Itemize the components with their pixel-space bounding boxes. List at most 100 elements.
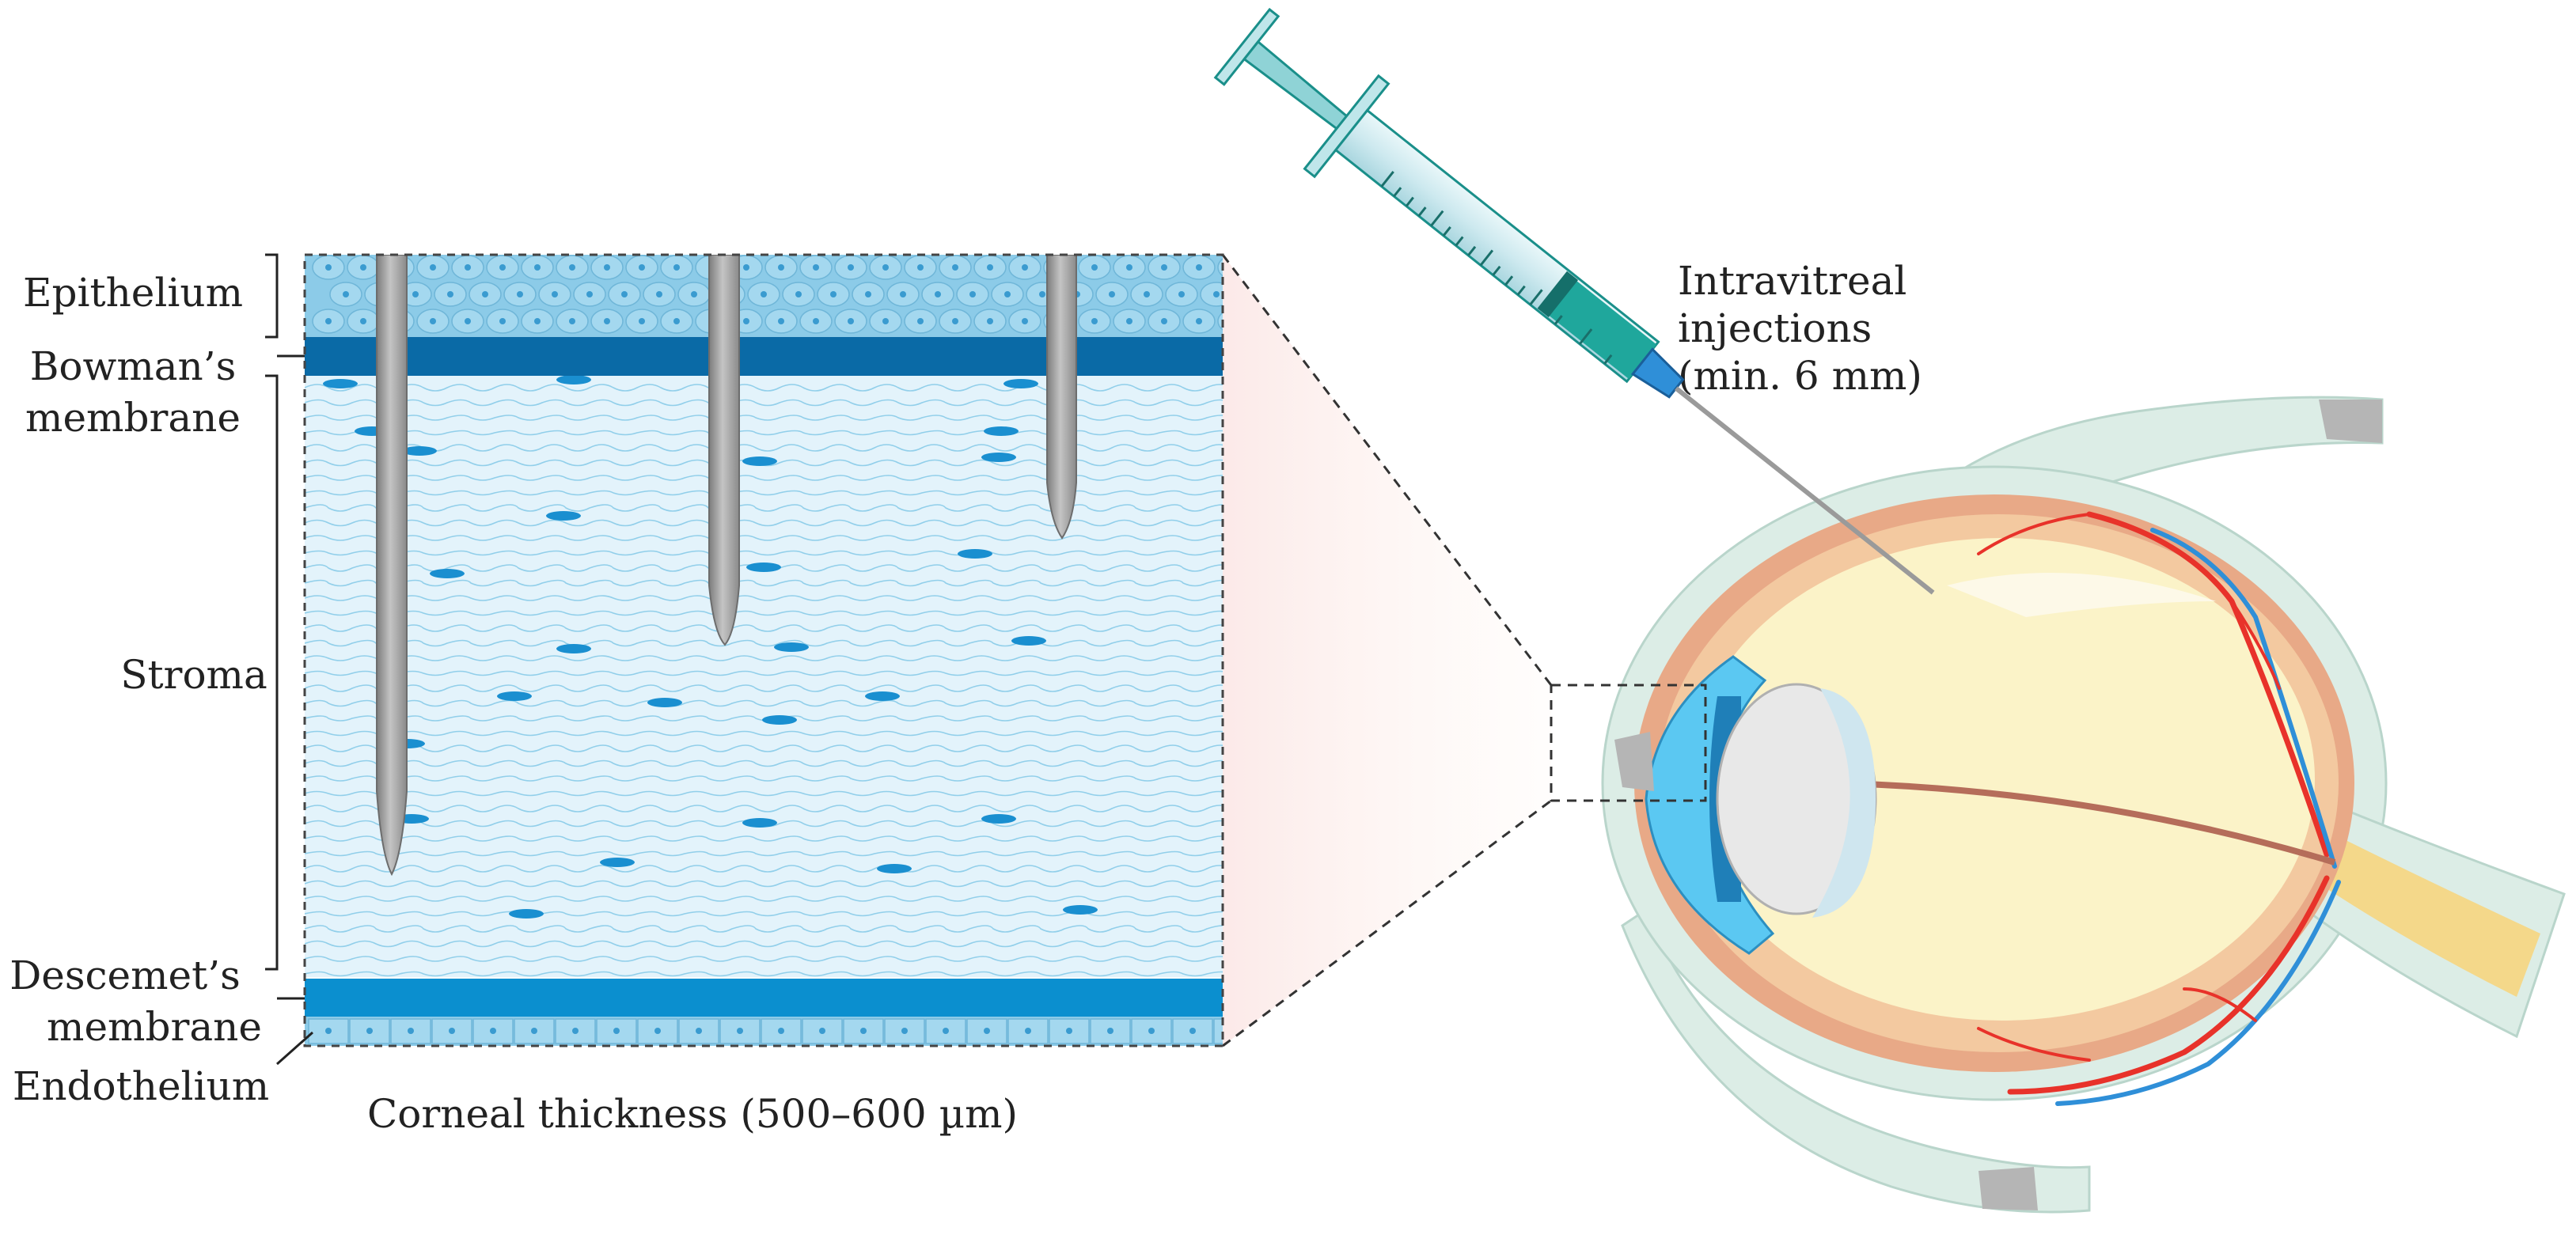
epithelial-nucleus (795, 291, 802, 297)
collagen-fiber (305, 595, 1223, 601)
keratocyte-cell (877, 864, 912, 873)
eye-cross-section-icon (1550, 396, 2566, 1214)
collagen-fiber (305, 384, 1223, 392)
epithelial-nucleus (1178, 291, 1185, 297)
keratocyte-cell (958, 549, 992, 559)
descemets-membrane-layer (305, 979, 1223, 1017)
epithelial-nucleus (917, 318, 924, 324)
keratocyte-cell (647, 698, 682, 707)
collagen-fiber (305, 896, 1223, 902)
keratocyte-cell (746, 562, 781, 572)
lower-eyelid (1621, 907, 2091, 1214)
keratocyte-cell (509, 909, 544, 919)
keratocyte-cell (984, 426, 1019, 436)
blood-vessels (1977, 511, 2341, 1106)
endothelial-nucleus (696, 1028, 702, 1034)
collagen-fiber (305, 744, 1223, 752)
endothelial-nucleus (366, 1028, 373, 1034)
epithelial-nucleus (465, 318, 471, 324)
epithelial-nucleus (639, 318, 645, 324)
endothelial-cell (1090, 1018, 1131, 1044)
collagen-fiber (305, 610, 1223, 616)
tissue-border (303, 253, 1224, 1047)
epithelial-nucleus (673, 264, 680, 271)
endothelial-nucleus (325, 1028, 332, 1034)
epithelial-nucleus (1022, 264, 1028, 271)
epithelial-nucleus (743, 264, 749, 271)
collagen-fiber (305, 459, 1223, 467)
epithelial-nucleus (1196, 318, 1202, 324)
collagen-fiber (305, 850, 1223, 857)
eye-zoom-box (1550, 684, 1707, 802)
epithelial-nucleus (935, 291, 941, 297)
epithelial-nucleus (482, 291, 488, 297)
stroma-bracket (265, 374, 279, 971)
upper-eyelid-lashes (2319, 400, 2382, 443)
corneal-thickness-label: Corneal thickness (500–600 µm) (367, 1091, 1018, 1137)
collagen-fiber (305, 444, 1223, 452)
endothelial-nucleus (572, 1028, 579, 1034)
collagen-fiber (305, 775, 1223, 782)
endothelial-nucleus (901, 1028, 908, 1034)
epithelial-nucleus (604, 318, 610, 324)
epithelial-nucleus (1161, 318, 1167, 324)
endothelial-cell (1131, 1018, 1172, 1044)
microneedle-icon (708, 255, 740, 646)
epithelial-nucleus (882, 318, 889, 324)
epithelial-nucleus (447, 291, 453, 297)
epithelial-nucleus (569, 318, 575, 324)
injection-label-line2: injections (1678, 305, 1872, 351)
collagen-fiber (305, 956, 1223, 962)
epithelial-nucleus (848, 264, 854, 271)
epithelial-nucleus (1091, 318, 1098, 324)
epithelial-nucleus (343, 291, 349, 297)
collagen-fiber (305, 865, 1223, 873)
epithelial-nucleus (1213, 291, 1220, 297)
syringe-stopper (1537, 271, 1579, 317)
injection-label-line3: (min. 6 mm) (1678, 353, 1922, 399)
endothelial-cell (925, 1018, 966, 1044)
keratocyte-cell (556, 375, 591, 384)
descemet-label-line1: Descemet’s (9, 953, 241, 998)
epithelial-nucleus (325, 264, 332, 271)
zoom-wedge (1223, 255, 1551, 1046)
syringe-icon (1213, 7, 1935, 595)
collagen-fiber (305, 415, 1223, 421)
keratocyte-cell (556, 644, 591, 653)
endothelial-nucleus (819, 1028, 825, 1034)
epithelial-nucleus (761, 291, 767, 297)
epithelial-nucleus (586, 291, 593, 297)
keratocyte-cell (323, 379, 358, 388)
keratocyte-cell (546, 511, 581, 521)
lens-capsule (1812, 688, 1876, 918)
collagen-fiber (305, 911, 1223, 917)
collagen-fiber (305, 925, 1223, 933)
keratocyte-cell (402, 446, 437, 456)
epithelial-nucleus (882, 264, 889, 271)
epithelial-nucleus (1144, 291, 1150, 297)
endothelial-nucleus (408, 1028, 414, 1034)
endothelial-nucleus (778, 1028, 784, 1034)
bowman-label-line2: membrane (25, 395, 241, 441)
collagen-fiber (305, 624, 1223, 632)
epithelial-nucleus (1109, 291, 1115, 297)
injection-label-line1: Intravitreal (1678, 258, 1906, 304)
epithelial-nucleus (987, 318, 993, 324)
epithelial-nucleus (534, 318, 541, 324)
collagen-fiber (305, 820, 1223, 828)
keratocyte-cell (1003, 379, 1038, 388)
epithelial-nucleus (1161, 264, 1167, 271)
keratocyte-cell (762, 715, 797, 725)
epithelial-nucleus (778, 318, 784, 324)
endothelial-nucleus (490, 1028, 496, 1034)
syringe-hub (1630, 347, 1685, 399)
endothelial-nucleus (1107, 1028, 1113, 1034)
central-vessel (1843, 780, 2336, 866)
endothelial-nucleus (1066, 1028, 1072, 1034)
epithelial-nucleus (430, 318, 436, 324)
endothelial-nucleus (1025, 1028, 1031, 1034)
epithelial-nucleus (743, 318, 749, 324)
epithelial-nucleus (360, 264, 366, 271)
collagen-fiber (305, 430, 1223, 436)
epithelial-nucleus (952, 318, 958, 324)
